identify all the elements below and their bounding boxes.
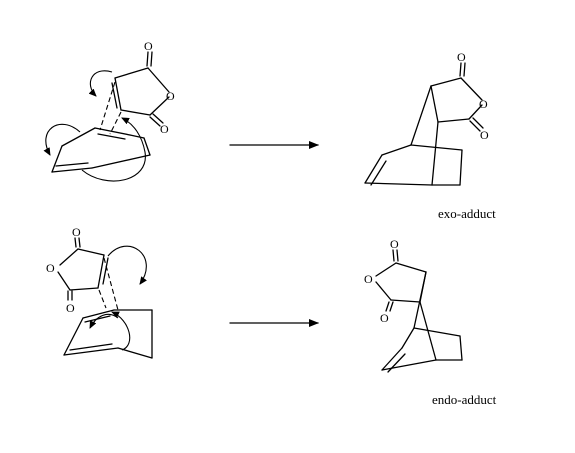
curly-arrow	[43, 123, 81, 156]
cyclohexadiene-bottom	[63, 309, 153, 359]
carbonyl-oxygen-label: O	[457, 50, 466, 64]
ring-oxygen-label: O	[364, 272, 373, 286]
forming-bond	[98, 289, 107, 309]
ring-oxygen-label: O	[166, 89, 175, 103]
carbonyl-oxygen-label: O	[380, 311, 389, 325]
forming-bond	[99, 81, 116, 131]
carbonyl-oxygen-label: O	[72, 225, 81, 239]
curly-arrow	[107, 245, 147, 285]
carbonyl-oxygen-label: O	[480, 128, 489, 142]
curly-arrow	[81, 117, 146, 182]
curly-arrow	[89, 313, 119, 329]
exo-adduct-structure: O O O	[364, 50, 489, 186]
curly-arrow	[111, 311, 131, 351]
carbonyl-oxygen-label: O	[160, 122, 169, 136]
maleic-anhydride-top: O O O	[111, 39, 175, 136]
exo-adduct-label: exo-adduct	[438, 206, 496, 221]
endo-adduct-label: endo-adduct	[432, 392, 497, 407]
carbonyl-oxygen-label: O	[66, 301, 75, 315]
carbonyl-oxygen-label: O	[144, 39, 153, 53]
ring-oxygen-label: O	[479, 97, 488, 111]
carbonyl-oxygen-label: O	[390, 237, 399, 251]
exo-transition-state: O O O	[43, 39, 175, 182]
forming-bond	[103, 257, 119, 311]
endo-transition-state: O O O	[46, 225, 153, 359]
endo-adduct-structure: O O O	[364, 237, 463, 373]
curly-arrow	[88, 70, 113, 97]
forming-bond	[109, 111, 122, 135]
cyclohexadiene-top	[51, 127, 151, 173]
ring-oxygen-label: O	[46, 261, 55, 275]
maleic-anhydride-bottom: O O O	[46, 225, 109, 315]
